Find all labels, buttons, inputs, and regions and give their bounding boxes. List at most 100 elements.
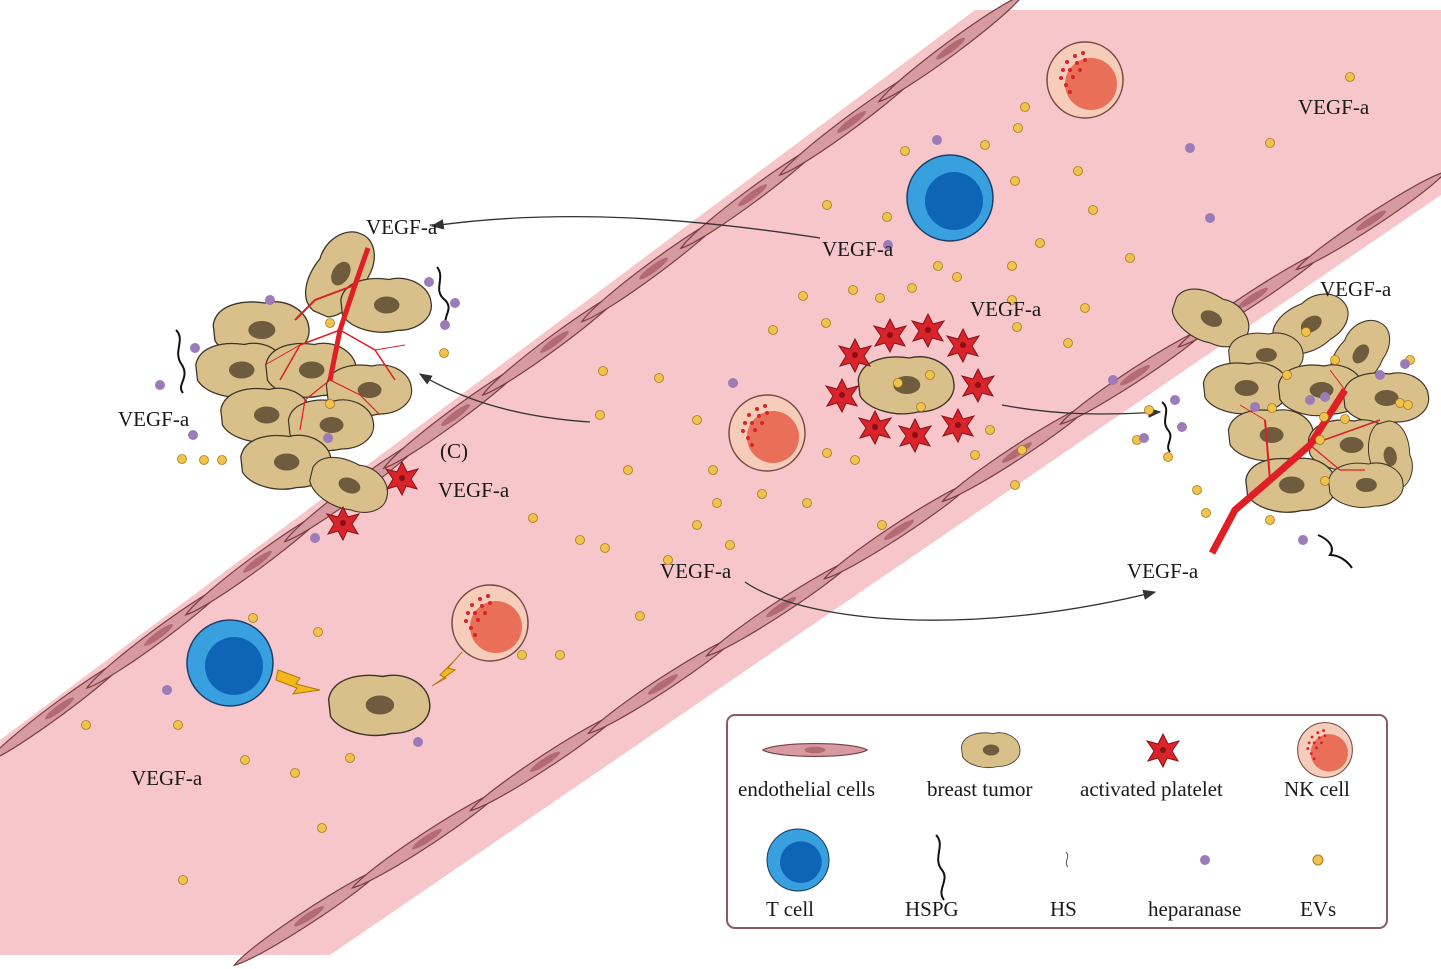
label-vegf-arrow-left-end: VEGF-a <box>366 215 438 239</box>
ev-particle <box>600 543 610 553</box>
legend-evs-icon <box>1312 854 1324 866</box>
right-tumor-blood-vessels <box>1208 369 1381 555</box>
ev-particle <box>1144 405 1154 415</box>
heparanase-particle <box>188 430 198 440</box>
scattered-particles <box>81 72 1415 885</box>
label-vegf-bottom-center: VEGF-a <box>660 559 732 583</box>
label-vegf-bottom-left: VEGF-a <box>131 766 203 790</box>
lightning-bolt-icon <box>275 669 321 695</box>
ev-particle <box>692 520 702 530</box>
heparanase-particle <box>413 737 423 747</box>
left-tumor-blood-vessels <box>264 247 406 431</box>
nk-cell <box>1046 41 1124 119</box>
lightning-bolt-icon <box>431 651 463 687</box>
ev-particle <box>1192 485 1202 495</box>
hspg-strand <box>175 266 450 394</box>
ev-particle <box>985 425 995 435</box>
ev-particle <box>1403 400 1413 410</box>
heparanase-particle <box>1185 143 1195 153</box>
ev-particle <box>848 285 858 295</box>
heparanase-particle <box>1298 535 1308 545</box>
label-vegf-arrow-left-start: VEGF-a <box>822 237 894 261</box>
ev-particle <box>1265 515 1275 525</box>
t-cell <box>906 154 994 242</box>
ev-particle <box>725 540 735 550</box>
arrow-platelet-to-right-tumor <box>1001 404 1162 418</box>
ev-particle <box>822 448 832 458</box>
ev-particle <box>768 325 778 335</box>
ev-particle <box>798 291 808 301</box>
legend-hs-label: HS <box>1050 897 1077 921</box>
ev-particle <box>1201 508 1211 518</box>
ev-particle <box>875 293 885 303</box>
legend-evs-label: EVs <box>1300 897 1336 921</box>
label-vegf-near-c: VEGF-a <box>438 478 510 502</box>
legend-nk-label: NK cell <box>1284 777 1350 801</box>
heparanase-particle <box>932 135 942 145</box>
legend-platelet-label: activated platelet <box>1080 777 1223 801</box>
ev-particle <box>1013 123 1023 133</box>
heparanase-particle <box>1108 375 1118 385</box>
ev-particle <box>1282 370 1292 380</box>
ev-particle <box>598 366 608 376</box>
heparanase-particle <box>1205 213 1215 223</box>
ev-particle <box>517 650 527 660</box>
legend: endothelial cells breast tumor activated… <box>726 714 1388 929</box>
ev-particle <box>575 535 585 545</box>
ev-particle <box>317 823 327 833</box>
ev-particle <box>893 378 903 388</box>
label-vegf-center: VEGF-a <box>970 297 1042 321</box>
ev-particle <box>1163 452 1173 462</box>
ev-particle <box>1340 414 1350 424</box>
label-vegf-bottom-right: VEGF-a <box>1127 559 1199 583</box>
ev-particle <box>1315 435 1325 445</box>
ev-particle <box>907 283 917 293</box>
ev-particle <box>802 498 812 508</box>
label-vegf-top-right: VEGF-a <box>1298 95 1370 119</box>
arrow-vegf-to-left-tumor-mid <box>418 373 591 423</box>
t-cell <box>186 619 274 707</box>
nk-cell <box>728 394 806 472</box>
legend-tumor-icon <box>960 732 1021 769</box>
ev-particle <box>173 720 183 730</box>
ev-particle <box>81 720 91 730</box>
legend-endothelial-icon <box>762 743 868 757</box>
heparanase-particle <box>310 533 320 543</box>
ev-particle <box>325 399 335 409</box>
label-vegf-right-tumor: VEGF-a <box>1320 277 1392 301</box>
ev-particle <box>712 498 722 508</box>
ev-particle <box>1319 412 1329 422</box>
ev-particle <box>952 272 962 282</box>
heparanase-particle <box>1320 392 1330 402</box>
ev-particle <box>313 627 323 637</box>
ev-particle <box>1010 176 1020 186</box>
ev-particle <box>439 348 449 358</box>
ev-particle <box>877 520 887 530</box>
ev-particle <box>1330 355 1340 365</box>
heparanase-particle <box>190 343 200 353</box>
heparanase-particle <box>1170 395 1180 405</box>
ev-particle <box>240 755 250 765</box>
ev-particle <box>248 613 258 623</box>
ev-particle <box>1020 102 1030 112</box>
ev-particle <box>1035 238 1045 248</box>
ev-particle <box>821 318 831 328</box>
ev-particle <box>822 200 832 210</box>
heparanase-particle <box>450 298 460 308</box>
ev-particle <box>1073 166 1083 176</box>
ev-particle <box>1007 261 1017 271</box>
label-vegf-left-tumor: VEGF-a <box>118 407 190 431</box>
label-c-marker: (C) <box>440 439 468 463</box>
ev-particle <box>980 140 990 150</box>
ev-particle <box>528 513 538 523</box>
heparanase-particle <box>883 240 893 250</box>
legend-tumor-label: breast tumor <box>927 777 1033 801</box>
ev-particle <box>1320 476 1330 486</box>
ev-particle <box>1017 445 1027 455</box>
ev-particle <box>1088 205 1098 215</box>
heparanase-particle <box>1400 359 1410 369</box>
legend-heparanase-icon <box>1200 855 1210 865</box>
ev-particle <box>916 402 926 412</box>
ev-particle <box>555 650 565 660</box>
